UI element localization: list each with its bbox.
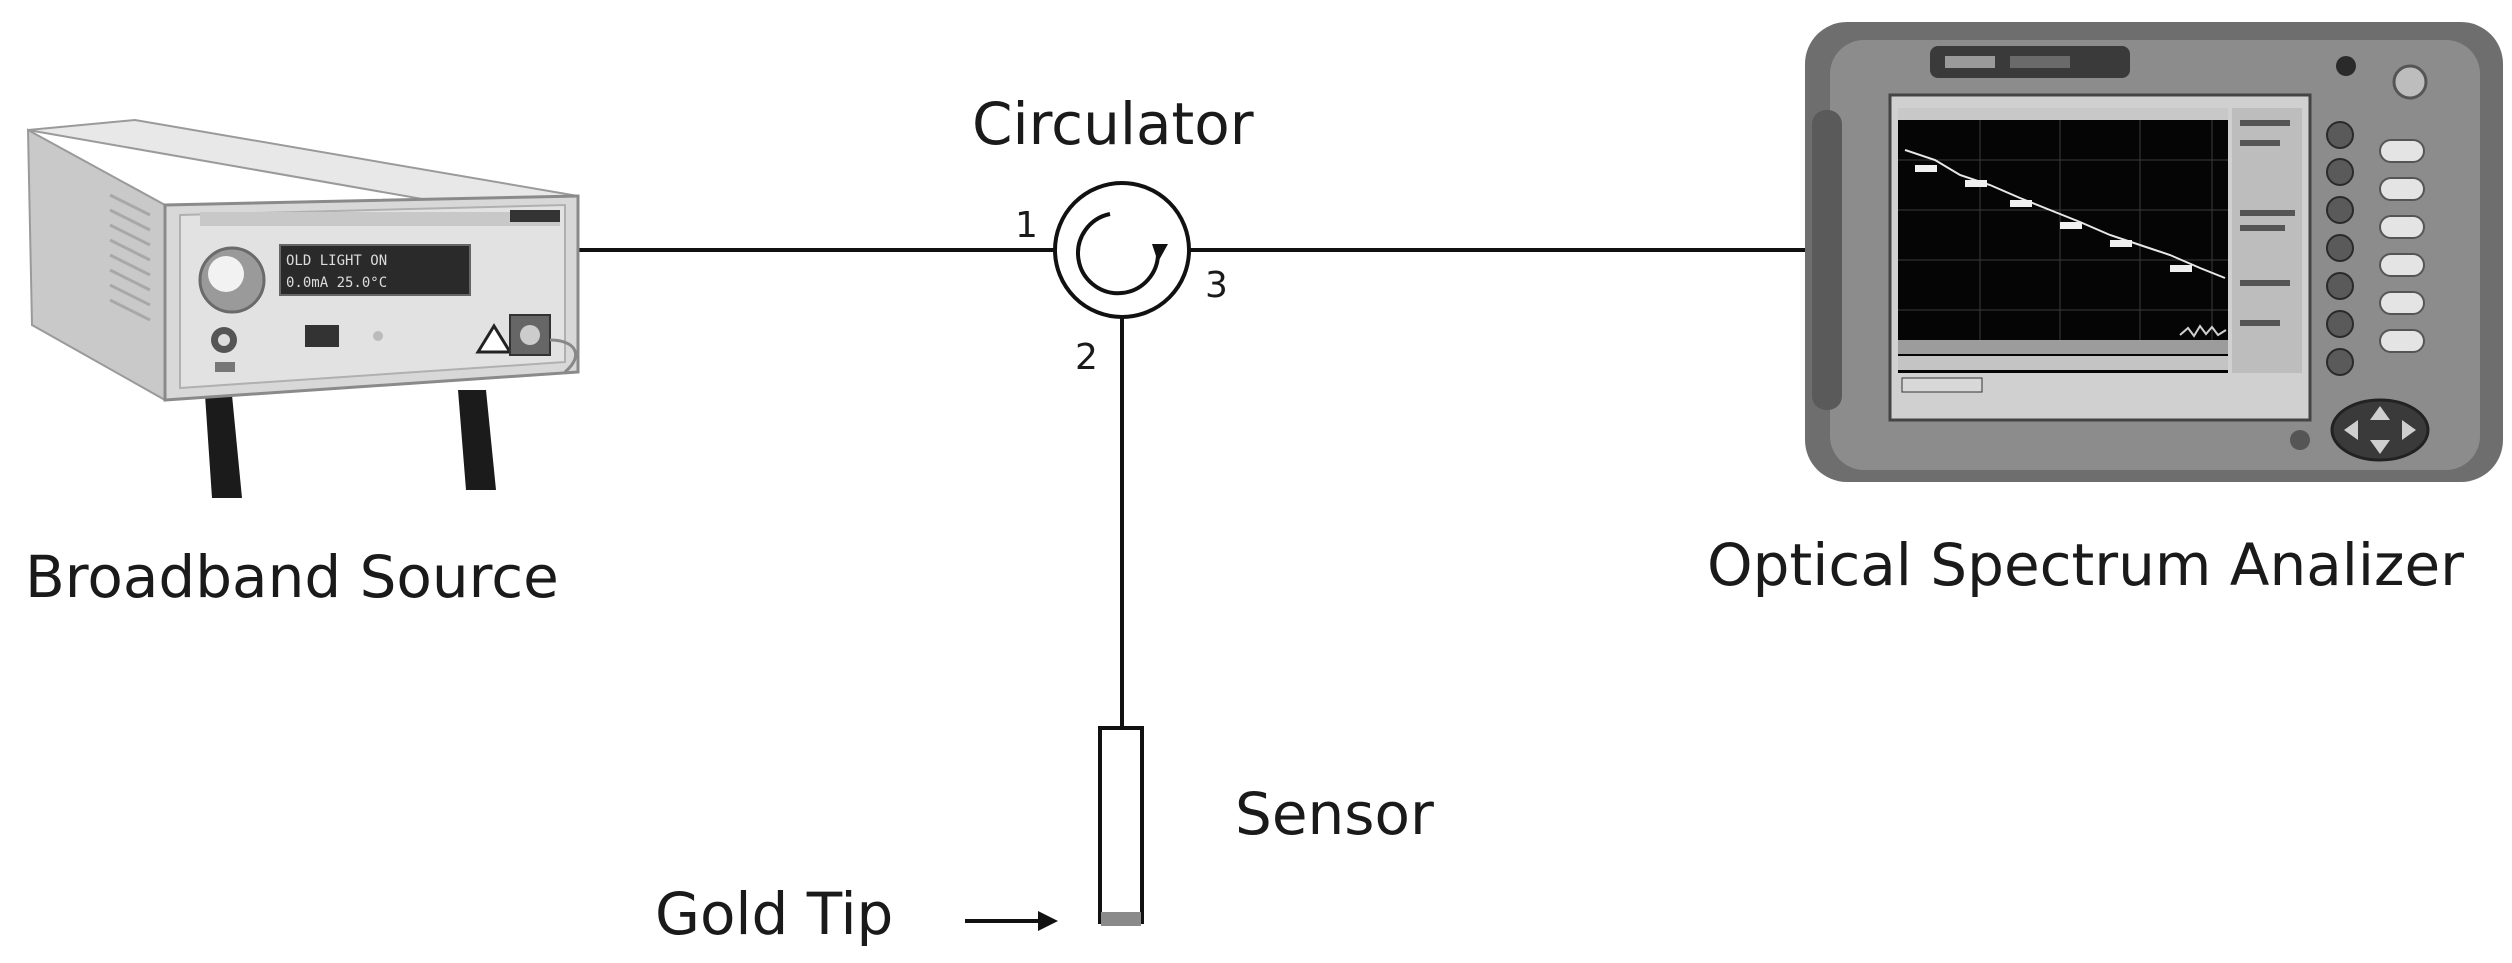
source-display-line2: 0.0mA 25.0°C (286, 275, 387, 291)
analyzer-screen (1898, 108, 2228, 373)
circulator-symbol (1053, 181, 1191, 319)
port-2-label: 2 (1075, 337, 1098, 378)
gold-tip-coating (1101, 912, 1141, 926)
optical-spectrum-analyzer-device (1805, 22, 2503, 482)
sensor-probe (1098, 726, 1144, 926)
optical-spectrum-analyzer-label: Optical Spectrum Analizer (1707, 531, 2464, 599)
port-1-label: 1 (1015, 205, 1038, 246)
sensor-label: Sensor (1235, 780, 1434, 848)
analyzer-dpad (2330, 398, 2430, 462)
source-display (279, 244, 471, 296)
broadband-source-label: Broadband Source (25, 543, 559, 611)
broadband-source-device: OLD LIGHT ON 0.0mA 25.0°C (26, 118, 580, 498)
circulator-arrow-icon (1076, 212, 1161, 296)
laser-warning-icon (475, 323, 513, 354)
analyzer-trace (1904, 149, 2226, 279)
gold-tip-arrow-icon (965, 911, 1058, 931)
gold-tip-label: Gold Tip (655, 880, 894, 948)
circulator-label: Circulator (972, 90, 1254, 158)
source-display-line1: OLD LIGHT ON (286, 253, 387, 269)
port-3-label: 3 (1205, 265, 1228, 306)
